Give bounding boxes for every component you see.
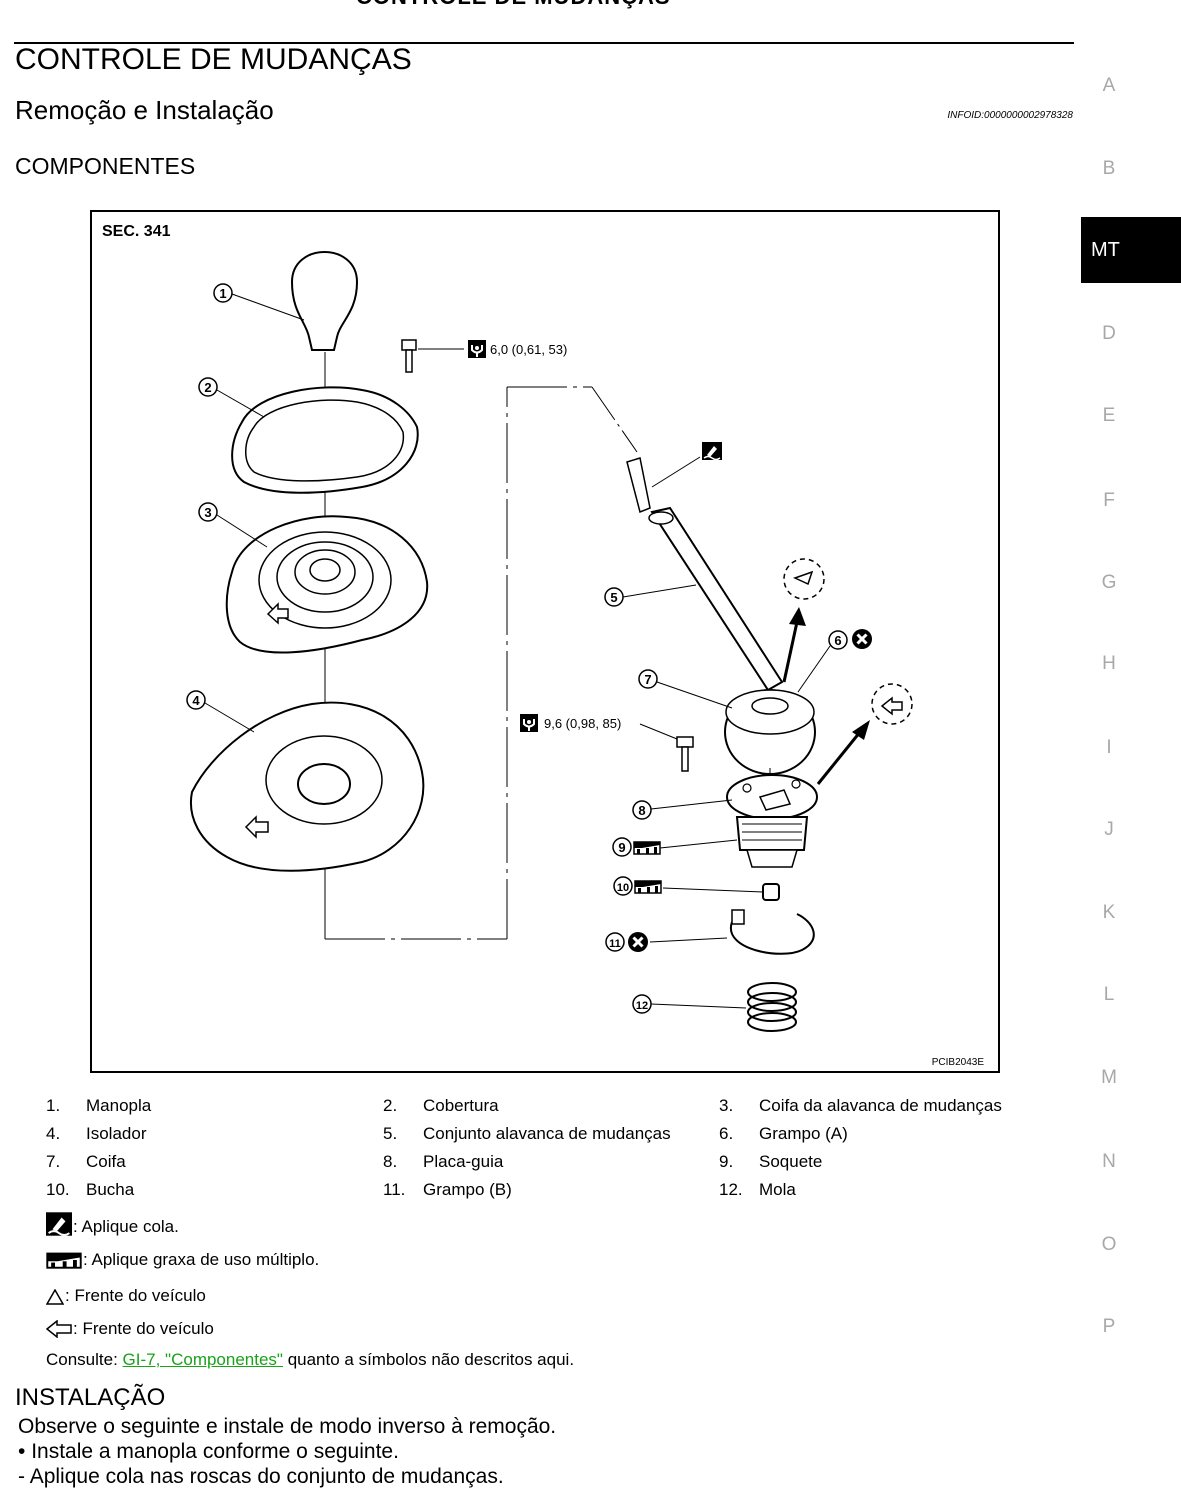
callout-6: 6	[834, 633, 841, 648]
callout-7: 7	[644, 672, 651, 687]
symbol-front-triangle: : Frente do veículo	[46, 1286, 206, 1306]
symbol-glue: : Aplique cola.	[46, 1212, 179, 1237]
symbol-front-arrow: : Frente do veículo	[46, 1319, 214, 1339]
grease-icon	[46, 1252, 82, 1269]
bullet-icon: •	[18, 1440, 26, 1463]
installation-heading: INSTALAÇÃO	[15, 1384, 166, 1411]
gi7-components-link[interactable]: GI-7, "Componentes"	[122, 1350, 283, 1369]
arrow-front-icon	[46, 1320, 72, 1338]
sidebar-letter-p[interactable]: P	[1102, 1316, 1116, 1337]
section-heading-componentes: COMPONENTES	[15, 153, 196, 179]
callout-10: 10	[617, 882, 629, 894]
sidebar-letter-j[interactable]: J	[1104, 819, 1114, 840]
figure-code: PCIB2043E	[932, 1057, 985, 1068]
installation-dash-item: - Aplique cola nas roscas do conjunto de…	[18, 1465, 504, 1488]
running-header: CONTROLE DE MUDANÇAS	[356, 0, 671, 10]
sidebar-tab-active[interactable]: MT	[1081, 217, 1181, 283]
socket-part	[735, 816, 809, 868]
torque-label-2: 9,6 (0,98, 85)	[544, 716, 621, 731]
sec-label: SEC. 341	[102, 223, 171, 240]
guide-plate-part	[726, 774, 818, 820]
header-rule	[14, 42, 1074, 44]
diagram-drawing: SEC. 341 6,0 (0,61, 53)	[102, 223, 985, 1068]
torque-label-1: 6,0 (0,61, 53)	[490, 342, 567, 357]
installation-bullet: • Instale a manopla conforme o seguinte.	[18, 1440, 399, 1463]
bolt-upper	[401, 339, 417, 373]
dash-marker: -	[18, 1465, 25, 1488]
sidebar-letter-g[interactable]: G	[1101, 572, 1117, 593]
triangle-front-icon	[46, 1289, 64, 1305]
sidebar-letter-o[interactable]: O	[1101, 1234, 1117, 1255]
sidebar-letter-i[interactable]: I	[1106, 737, 1112, 758]
sidebar-letter-n[interactable]: N	[1102, 1151, 1116, 1172]
callout-2: 2	[204, 380, 211, 395]
info-id: INFOID:0000000002978328	[947, 110, 1073, 121]
sidebar-letter-k[interactable]: K	[1102, 902, 1116, 923]
sidebar-letter-f[interactable]: F	[1103, 490, 1115, 511]
callout-8: 8	[638, 803, 645, 818]
callout-5: 5	[610, 590, 617, 605]
insulator-part	[190, 701, 425, 872]
symbol-grease: : Aplique graxa de uso múltiplo.	[46, 1250, 319, 1270]
callout-11: 11	[609, 938, 621, 950]
exploded-diagram: SEC. 341 6,0 (0,61, 53)	[90, 210, 1000, 1073]
callout-4: 4	[192, 693, 200, 708]
glue-icon	[46, 1212, 72, 1236]
callout-3: 3	[204, 505, 211, 520]
sidebar-letter-m[interactable]: M	[1101, 1067, 1117, 1088]
knob-part	[290, 251, 359, 351]
clip-b-part	[729, 909, 815, 955]
lever-boot-part	[225, 515, 429, 654]
installation-intro: Observe o seguinte e instale de modo inv…	[18, 1415, 557, 1438]
sidebar-letter-l[interactable]: L	[1103, 984, 1115, 1005]
boot-part	[724, 689, 816, 775]
sidebar-letter-b[interactable]: B	[1102, 158, 1116, 179]
bolt-lower	[676, 736, 694, 772]
cover-part	[231, 386, 419, 494]
sidebar-letter-a[interactable]: A	[1102, 75, 1116, 96]
sidebar-letter-d[interactable]: D	[1102, 323, 1116, 344]
page-subtitle: Remoção e Instalação	[15, 95, 274, 125]
shift-lever-part	[626, 457, 784, 692]
callout-1: 1	[219, 286, 226, 301]
bushing-part	[762, 883, 780, 901]
consult-note: Consulte: GI-7, "Componentes" quanto a s…	[46, 1350, 575, 1369]
sidebar-active-label: MT	[1091, 239, 1120, 261]
sidebar-letter-h[interactable]: H	[1102, 653, 1116, 674]
spring-part	[747, 982, 797, 1032]
callout-9: 9	[618, 840, 625, 855]
page-title: CONTROLE DE MUDANÇAS	[15, 43, 412, 76]
sidebar-letter-e[interactable]: E	[1102, 405, 1116, 426]
components-legend: 1.Manopla 2.Cobertura 3.Coifa da alavanc…	[46, 1096, 1002, 1199]
callout-12: 12	[636, 1000, 648, 1012]
